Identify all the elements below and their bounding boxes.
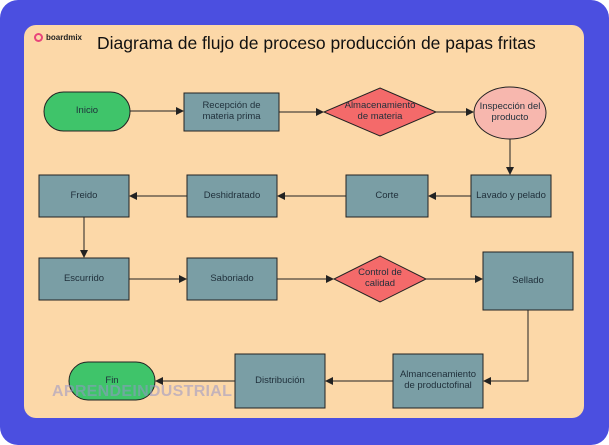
- diagram-title: Diagrama de flujo de proceso producción …: [97, 33, 536, 53]
- node-inicio-shape: [43, 91, 131, 132]
- node-deshidratado-shape: [186, 174, 278, 218]
- node-escurrido-shape: [38, 257, 130, 301]
- node-almacenamiento-shape: [322, 87, 438, 137]
- node-recepcion-shape: [183, 92, 280, 132]
- flowchart: [38, 86, 574, 409]
- watermark: APRENDEINDUSTRIAL: [52, 383, 233, 400]
- edge-sellado-to-almancenamiento-final: [483, 310, 529, 385]
- node-control-shape: [332, 255, 428, 303]
- node-lavado-shape: [470, 174, 552, 218]
- node-distribucion-shape: [234, 353, 326, 409]
- node-almancenamiento-final-shape: [392, 353, 484, 409]
- diagram-canvas: boardmix Diagrama de flujo de proceso pr…: [24, 25, 584, 418]
- node-fin-shape: [68, 361, 156, 401]
- node-saboriado-shape: [186, 257, 278, 301]
- brand-name: boardmix: [46, 32, 83, 42]
- brand-logo: boardmix: [34, 31, 82, 43]
- node-corte-shape: [345, 174, 429, 218]
- node-freido-shape: [38, 174, 130, 218]
- node-sellado-shape: [482, 251, 574, 311]
- node-inspeccion-shape: [473, 86, 547, 140]
- boardmix-logo-icon: [34, 32, 43, 42]
